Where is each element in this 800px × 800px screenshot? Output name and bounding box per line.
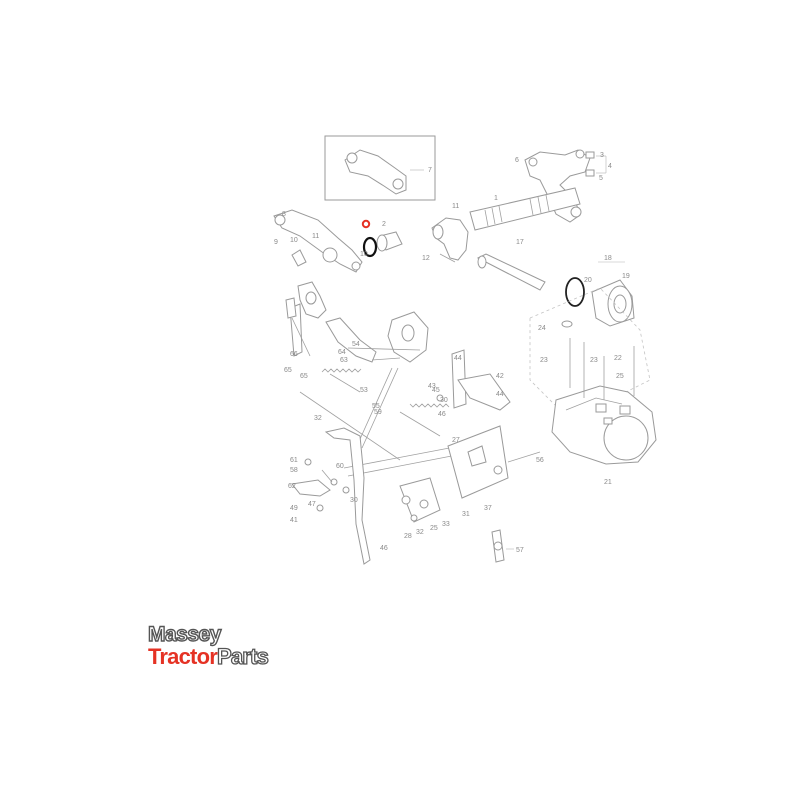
callout-45: 45: [432, 387, 440, 394]
callout-2: 2: [382, 221, 386, 228]
callout-65b: 65: [300, 373, 308, 380]
callout-41: 41: [290, 517, 298, 524]
callout-46a: 46: [438, 411, 446, 418]
callout-32a: 32: [314, 415, 322, 422]
callout-10b: 10: [360, 251, 368, 258]
control-plate: [325, 311, 429, 363]
callout-37: 37: [484, 505, 492, 512]
callout-23b: 23: [590, 357, 598, 364]
callout-65a: 65: [284, 367, 292, 374]
logo-word-parts: Parts: [216, 644, 269, 669]
callout-6: 6: [515, 157, 519, 164]
callout-44b: 44: [496, 391, 504, 398]
callout-62: 62: [288, 483, 296, 490]
callout-21: 21: [604, 479, 612, 486]
callout-31: 31: [462, 511, 470, 518]
callout-1: 1: [494, 195, 498, 202]
callout-33: 33: [442, 521, 450, 528]
callout-9: 9: [274, 239, 278, 246]
callout-55: 55: [372, 403, 380, 410]
callout-20: 20: [584, 277, 592, 284]
control-rods: [299, 367, 463, 477]
lift-cylinder-block: [529, 287, 657, 465]
springs: [321, 368, 450, 437]
callout-57: 57: [516, 547, 524, 554]
callout-12: 12: [422, 255, 430, 262]
callout-3: 3: [600, 152, 604, 159]
lift-arm-left: [431, 217, 469, 263]
callout-28: 28: [404, 533, 412, 540]
callout-23a: 23: [540, 357, 548, 364]
callout-11a: 11: [452, 203, 459, 210]
lower-bracket: [399, 477, 441, 523]
callout-49: 49: [290, 505, 298, 512]
callout-59: 59: [374, 409, 382, 416]
selector-lever: [291, 427, 371, 565]
left-lift-arm: [273, 209, 363, 273]
callout-42: 42: [496, 373, 504, 380]
callout-47: 47: [308, 501, 316, 508]
callout-61: 61: [290, 457, 298, 464]
piston-rod: [476, 253, 546, 291]
cross-shaft: [469, 187, 581, 231]
callout-46b: 46: [380, 545, 388, 552]
massey-tractor-parts-logo: Massey TractorParts: [147, 623, 308, 673]
callout-43: 43: [428, 383, 436, 390]
callout-22: 22: [614, 355, 622, 362]
callout-7: 7: [428, 167, 432, 174]
callout-19: 19: [622, 273, 630, 280]
callout-11b: 11: [312, 233, 319, 240]
callout-64: 64: [338, 349, 346, 356]
callout-30b: 30: [350, 497, 358, 504]
callout-53: 53: [360, 387, 368, 394]
callout-25b: 25: [430, 525, 438, 532]
callout-60: 60: [336, 463, 344, 470]
piston: [565, 261, 635, 327]
callout-5: 5: [599, 175, 603, 182]
callout-labels: 7 4 3 5 6 1 10 2 11 11 12 17 8 10 9 19 2…: [274, 152, 630, 554]
callout-30a: 30: [440, 397, 448, 404]
callout-25: 25: [616, 373, 624, 380]
callout-58: 58: [290, 467, 298, 474]
inset-box: [324, 135, 436, 201]
callout-17: 17: [516, 239, 524, 246]
callout-24: 24: [538, 325, 546, 332]
callout-54: 54: [352, 341, 360, 348]
callout-27: 27: [452, 437, 460, 444]
callout-32b: 32: [416, 529, 424, 536]
valve-lever-plate: [436, 349, 541, 499]
logo-word-massey: Massey: [147, 623, 222, 646]
logo-word-tractor: Tractor: [148, 644, 218, 669]
quadrant-linkage: [285, 281, 327, 357]
callout-63: 63: [340, 357, 348, 364]
valve-fitting: [491, 529, 514, 563]
callout-18: 18: [604, 255, 612, 262]
callout-66: 66: [290, 351, 298, 358]
logo-line-2: TractorParts: [148, 644, 308, 669]
bushing-and-oring: [361, 219, 403, 258]
callout-56: 56: [536, 457, 544, 464]
callout-44a: 44: [454, 355, 462, 362]
callout-10a: 10: [290, 237, 298, 244]
callout-8: 8: [282, 211, 286, 218]
callout-4: 4: [608, 163, 612, 170]
